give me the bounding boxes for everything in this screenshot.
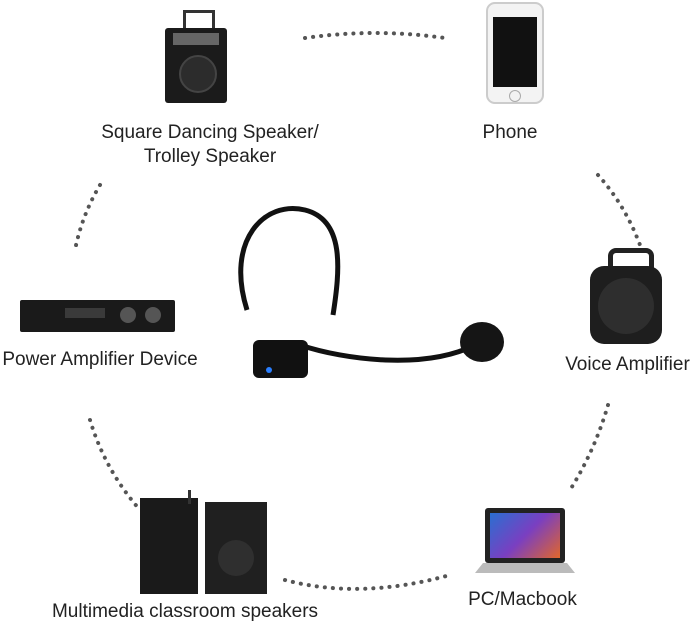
trolley-speaker-label: Square Dancing Speaker/ Trolley Speaker [90,121,330,169]
headset-microphone-image [238,206,504,378]
connector-left-bottom [88,418,142,512]
classroom-speakers-image [140,490,270,595]
power-amplifier-label: Power Amplifier Device [2,349,198,370]
voice-amplifier-image [590,248,666,346]
laptop-image [475,508,575,580]
phone-label: Phone [482,122,538,143]
connector-right-top [596,173,642,247]
trolley-label-line2: Trolley Speaker [143,146,277,167]
trolley-label-line1: Square Dancing Speaker/ [101,122,319,143]
connector-bottom [283,573,452,591]
trolley-speaker-image [165,10,227,105]
power-amplifier-image [20,300,175,332]
connector-right-bottom [568,403,610,492]
classroom-speakers-label: Multimedia classroom speakers [51,601,319,622]
connector-left-top [73,183,102,252]
phone-image [486,2,544,104]
voice-amplifier-label: Voice Amplifier [565,354,690,375]
pc-macbook-label: PC/Macbook [468,589,577,610]
connector-top [303,31,447,40]
